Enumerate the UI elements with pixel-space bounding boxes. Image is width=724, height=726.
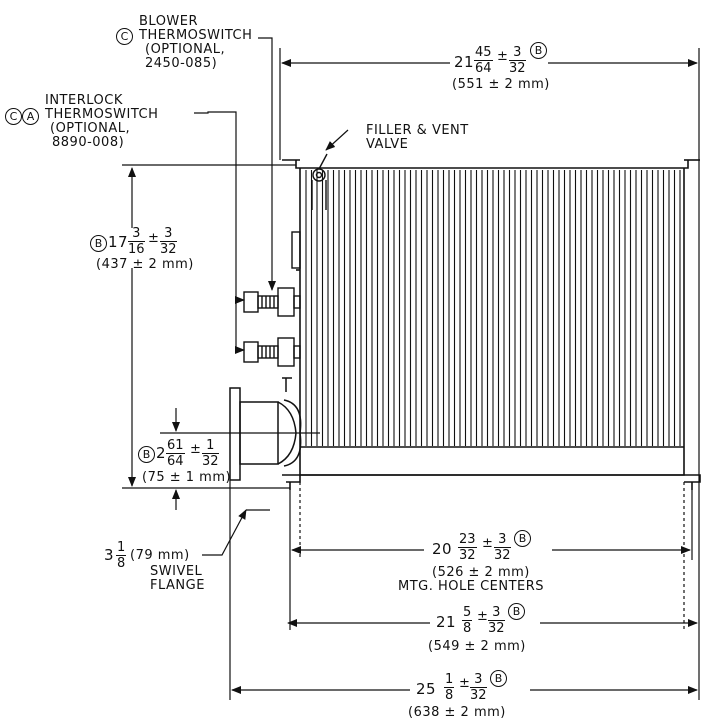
dim-overall-tden: 32	[470, 688, 487, 703]
dim-overall-tnum: 3	[470, 673, 487, 688]
side-bracket	[291, 231, 301, 269]
interlock-label-line1: INTERLOCK	[45, 93, 123, 108]
dim-mtg-tol: ±	[482, 536, 494, 551]
dim-flange-tden: 32	[202, 454, 219, 469]
ref-circle-a-interlock: A	[22, 108, 39, 125]
dim-base-ref: B	[508, 603, 525, 620]
interlock-thermoswitch	[243, 337, 301, 367]
dim-flange-num: 61	[166, 438, 185, 454]
filler-label-line2: VALVE	[366, 137, 409, 152]
dim-mtg-frac: 23 32	[458, 533, 477, 562]
interlock-label-line4: 8890-008)	[52, 135, 125, 150]
dim-base-tol: ±	[477, 609, 489, 624]
dim-base-den: 8	[463, 621, 472, 636]
ref-circle-c-blower: C	[116, 28, 133, 45]
dim-height-den: 16	[128, 242, 145, 257]
dim-flange-den: 64	[167, 454, 184, 469]
dim-base-whole: 21	[436, 613, 457, 631]
blower-label-line1: BLOWER	[139, 14, 199, 29]
blower-label-line3: (OPTIONAL,	[145, 42, 226, 57]
dim-base-tolfrac: 3 32	[488, 606, 505, 635]
dim-mtg-tden: 32	[494, 548, 511, 563]
flange-mm: (79 mm)	[130, 548, 190, 563]
dim-mtg-tnum: 3	[494, 533, 511, 548]
dim-base-mm: (549 ± 2 mm)	[428, 639, 526, 654]
dim-top-mm: (551 ± 2 mm)	[452, 77, 550, 92]
dim-top-num: 45	[474, 45, 493, 61]
dim-flange-whole: 2	[156, 444, 167, 462]
dim-mtg-num: 23	[458, 532, 477, 548]
dim-mtg-ref: B	[514, 530, 531, 547]
flange-frac: 1 8	[116, 540, 127, 571]
dim-height-whole: 17	[108, 233, 129, 251]
dim-overall-tolfrac: 3 32	[470, 673, 487, 702]
dim-top-tnum: 3	[509, 46, 526, 61]
cooling-fins	[305, 170, 681, 446]
dim-overall-mm: (638 ± 2 mm)	[408, 705, 506, 720]
dim-overall-frac: 1 8	[444, 672, 455, 703]
flange-den: 8	[117, 556, 126, 571]
dim-top-tolfrac: 3 32	[509, 46, 526, 75]
dim-mtg-whole: 20	[432, 540, 453, 558]
dim-overall-num: 1	[444, 672, 455, 688]
dim-flange-tol: ±	[190, 442, 202, 457]
blower-thermoswitch	[243, 287, 301, 317]
dim-base-num: 5	[462, 605, 473, 621]
dim-top-ref: B	[530, 42, 547, 59]
dim-flange-mm: (75 ± 1 mm)	[142, 470, 232, 485]
ref-circle-c-interlock: C	[5, 108, 22, 125]
swivel-flange	[229, 377, 302, 481]
dim-overall-den: 8	[445, 688, 454, 703]
blower-label-line2: THERMOSWITCH	[139, 28, 253, 43]
dim-top-tden: 32	[509, 61, 526, 76]
filler-label-line1: FILLER & VENT	[366, 123, 469, 138]
dim-overall-whole: 25	[416, 680, 437, 698]
flange-num: 1	[116, 540, 127, 556]
dim-flange-tolfrac: 1 32	[202, 439, 219, 468]
dim-height-tden: 32	[160, 242, 177, 257]
dim-height-tol: ±	[148, 231, 160, 246]
dim-base-tnum: 3	[488, 606, 505, 621]
dim-mtg-caption: MTG. HOLE CENTERS	[398, 579, 545, 594]
flange-whole: 3	[104, 546, 115, 564]
dim-mtg-tolfrac: 3 32	[494, 533, 511, 562]
dim-mtg-mm: (526 ± 2 mm)	[432, 565, 530, 580]
dim-overall-ref: B	[490, 670, 507, 687]
mounting-base	[282, 446, 701, 490]
dim-top-tol: ±	[497, 49, 509, 64]
filler-valve	[311, 153, 328, 210]
dim-flange-tnum: 1	[202, 439, 219, 454]
dim-top-frac: 45 64	[474, 46, 493, 75]
flange-line2: SWIVEL	[150, 564, 203, 579]
dim-overall-tol: ±	[459, 676, 471, 691]
dim-height-ref: B	[90, 235, 107, 252]
interlock-label-line2: THERMOSWITCH	[45, 107, 159, 122]
dim-flange-frac: 61 64	[166, 439, 185, 468]
dim-top-whole: 21	[454, 53, 475, 71]
dim-mtg-den: 32	[459, 548, 476, 563]
dim-height-tolfrac: 3 32	[160, 227, 177, 256]
dim-height-mm: (437 ± 2 mm)	[96, 257, 194, 272]
dim-height-frac: 3 16	[128, 227, 145, 256]
dim-height-num: 3	[128, 227, 145, 242]
dim-height-tnum: 3	[160, 227, 177, 242]
interlock-label-line3: (OPTIONAL,	[50, 121, 131, 136]
blower-label-line4: 2450-085)	[145, 56, 218, 71]
dim-flange-ref: B	[138, 446, 155, 463]
dim-base-frac: 5 8	[462, 605, 473, 636]
dim-base-tden: 32	[488, 621, 505, 636]
flange-line3: FLANGE	[150, 578, 205, 593]
dim-top-den: 64	[475, 61, 492, 76]
